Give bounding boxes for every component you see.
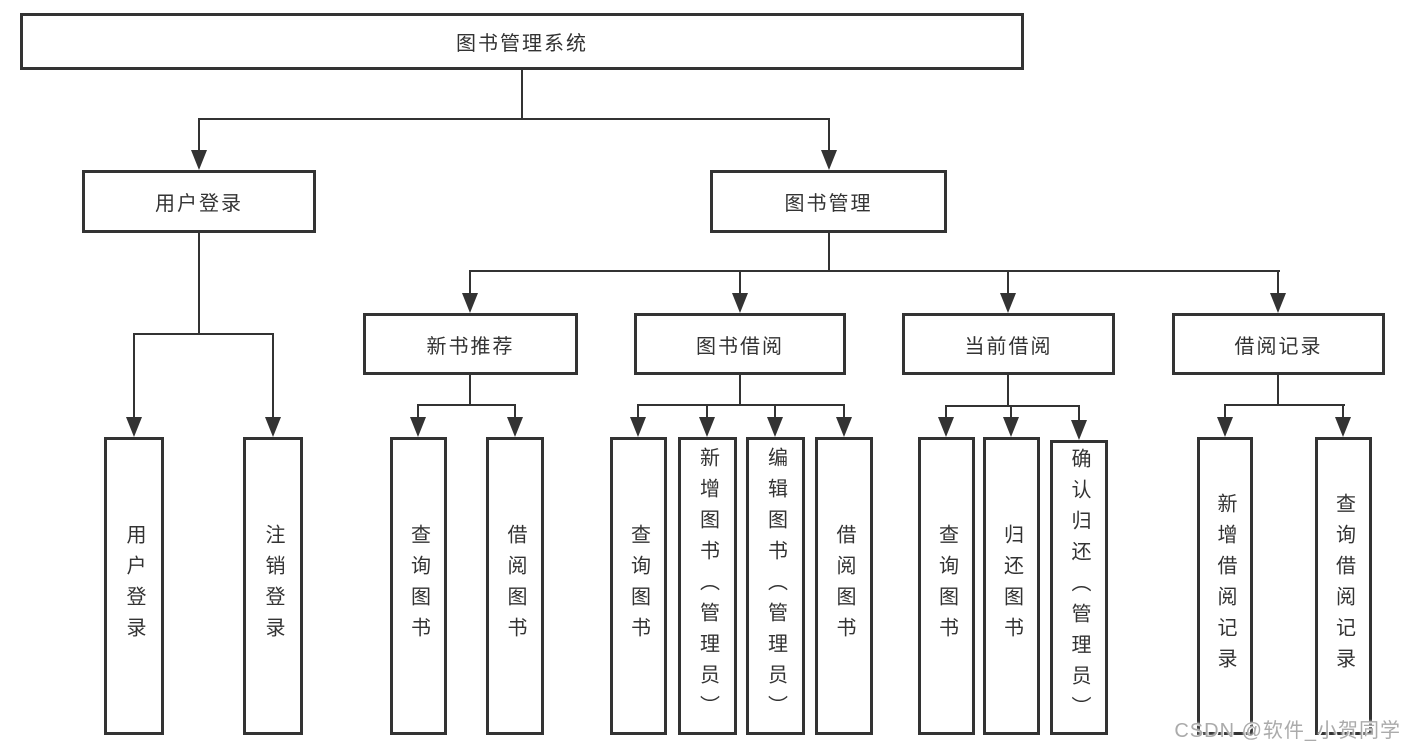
connector-line bbox=[1224, 404, 1226, 421]
node-new-book-recommend: 新书推荐 bbox=[363, 313, 578, 375]
arrowhead-icon bbox=[836, 417, 852, 437]
connector-line bbox=[945, 405, 947, 421]
connector-line bbox=[1277, 270, 1279, 295]
leaf-query-books-borrow: 查询图书 bbox=[610, 437, 667, 735]
connector-line bbox=[945, 405, 1080, 407]
node-label: 图书管理系统 bbox=[456, 33, 588, 55]
leaf-confirm-return-admin: 确认归还（管理员） bbox=[1050, 440, 1108, 735]
leaf-user-login: 用户登录 bbox=[104, 437, 164, 735]
arrowhead-icon bbox=[630, 417, 646, 437]
node-label: 借阅记录 bbox=[1234, 335, 1323, 358]
leaf-borrow-books-borrow: 借阅图书 bbox=[815, 437, 873, 735]
arrowhead-icon bbox=[1335, 417, 1351, 437]
node-current-borrowing: 当前借阅 bbox=[902, 313, 1115, 375]
arrowhead-icon bbox=[507, 417, 523, 437]
connector-line bbox=[198, 118, 830, 120]
connector-line bbox=[417, 404, 516, 406]
connector-line bbox=[469, 270, 1280, 272]
leaf-logout: 注销登录 bbox=[243, 437, 303, 735]
connector-line bbox=[739, 375, 741, 406]
connector-line bbox=[739, 270, 741, 295]
arrowhead-icon bbox=[1270, 293, 1286, 313]
connector-line bbox=[469, 270, 471, 295]
leaf-label: 查询图书 bbox=[627, 524, 650, 648]
connector-line bbox=[1010, 405, 1012, 421]
connector-line bbox=[198, 233, 200, 335]
leaf-label: 编辑图书（管理员） bbox=[764, 446, 787, 726]
connector-line bbox=[828, 118, 830, 152]
connector-line bbox=[706, 404, 708, 421]
arrowhead-icon bbox=[1071, 420, 1087, 440]
csdn-watermark: CSDN @软件_小贺同学 bbox=[1174, 720, 1401, 742]
connector-line bbox=[1007, 375, 1009, 407]
connector-line bbox=[774, 404, 776, 421]
node-book-borrowing: 图书借阅 bbox=[634, 313, 846, 375]
leaf-label: 新增借阅记录 bbox=[1214, 493, 1236, 679]
connector-line bbox=[843, 404, 845, 421]
connector-line bbox=[469, 375, 471, 406]
node-library-system: 图书管理系统 bbox=[20, 13, 1024, 70]
connector-line bbox=[637, 404, 845, 406]
connector-line bbox=[198, 118, 200, 152]
leaf-borrow-books-recommend: 借阅图书 bbox=[486, 437, 544, 735]
node-borrowing-records: 借阅记录 bbox=[1172, 313, 1385, 375]
leaf-label: 用户登录 bbox=[123, 524, 145, 648]
connector-line bbox=[272, 333, 274, 421]
leaf-label: 查询借阅记录 bbox=[1332, 493, 1355, 679]
connector-line bbox=[1342, 404, 1344, 421]
arrowhead-icon bbox=[126, 417, 142, 437]
connector-line bbox=[1078, 405, 1080, 423]
arrowhead-icon bbox=[699, 417, 715, 437]
leaf-add-book-admin: 新增图书（管理员） bbox=[678, 437, 737, 735]
leaf-label: 查询图书 bbox=[935, 524, 958, 648]
leaf-label: 新增图书（管理员） bbox=[696, 446, 719, 726]
connector-line bbox=[1277, 375, 1279, 406]
connector-line bbox=[637, 404, 639, 421]
node-label: 新书推荐 bbox=[426, 335, 515, 358]
leaf-edit-book-admin: 编辑图书（管理员） bbox=[746, 437, 805, 735]
leaf-label: 借阅图书 bbox=[833, 524, 855, 648]
leaf-query-borrow-record: 查询借阅记录 bbox=[1315, 437, 1372, 735]
leaf-return-books: 归还图书 bbox=[983, 437, 1040, 735]
arrowhead-icon bbox=[410, 417, 426, 437]
leaf-label: 查询图书 bbox=[407, 524, 430, 648]
connector-line bbox=[521, 70, 523, 120]
leaf-label: 借阅图书 bbox=[504, 524, 526, 648]
arrowhead-icon bbox=[1003, 417, 1019, 437]
connector-line bbox=[417, 404, 419, 421]
connector-line bbox=[133, 333, 274, 335]
arrowhead-icon bbox=[938, 417, 954, 437]
arrowhead-icon bbox=[1217, 417, 1233, 437]
leaf-label: 注销登录 bbox=[262, 524, 284, 648]
arrowhead-icon bbox=[732, 293, 748, 313]
node-book-management: 图书管理 bbox=[710, 170, 947, 233]
connector-line bbox=[1007, 270, 1009, 295]
arrowhead-icon bbox=[1000, 293, 1016, 313]
connector-line bbox=[514, 404, 516, 421]
connector-line bbox=[1224, 404, 1345, 406]
leaf-label: 归还图书 bbox=[1000, 524, 1023, 648]
leaf-add-borrow-record: 新增借阅记录 bbox=[1197, 437, 1253, 735]
arrowhead-icon bbox=[462, 293, 478, 313]
arrowhead-icon bbox=[265, 417, 281, 437]
leaf-query-books-current: 查询图书 bbox=[918, 437, 975, 735]
node-label: 图书借阅 bbox=[696, 335, 784, 358]
leaf-query-books-recommend: 查询图书 bbox=[390, 437, 447, 735]
node-label: 用户登录 bbox=[155, 193, 243, 215]
node-label: 当前借阅 bbox=[964, 335, 1053, 358]
arrowhead-icon bbox=[191, 150, 207, 170]
arrowhead-icon bbox=[767, 417, 783, 437]
leaf-label: 确认归还（管理员） bbox=[1068, 448, 1090, 727]
node-user-login: 用户登录 bbox=[82, 170, 316, 233]
arrowhead-icon bbox=[821, 150, 837, 170]
connector-line bbox=[133, 333, 135, 421]
connector-line bbox=[828, 233, 830, 272]
node-label: 图书管理 bbox=[784, 193, 873, 215]
